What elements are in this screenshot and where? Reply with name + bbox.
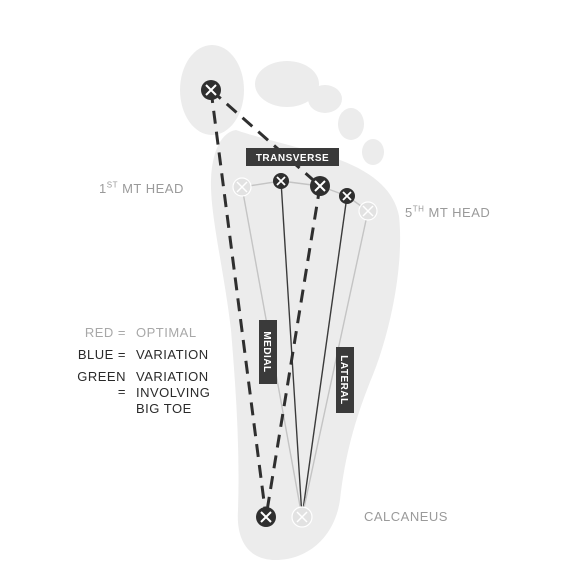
- solid-lines: [280, 180, 348, 518]
- legend-green-key: GREEN =: [77, 369, 126, 399]
- fifth-mt-head-number: 5: [405, 205, 413, 220]
- legend-green-value: VARIATION INVOLVING BIG TOE: [136, 369, 210, 417]
- lateral-optimal-line: [301, 210, 369, 518]
- legend-blue-line: VARIATION: [136, 347, 209, 362]
- first-mt-head-number: 1: [99, 181, 107, 196]
- fifth-mt-head-suffix: TH: [412, 204, 425, 214]
- lateral-tag-text: LATERAL: [338, 355, 349, 404]
- calcaneus-label: CALCANEUS: [364, 509, 448, 524]
- marker-4th-mt-head: [339, 188, 355, 204]
- marker-1st-mt-head: [232, 177, 252, 197]
- dashed-lines: [209, 88, 322, 518]
- marker-3rd-mt-head: [310, 176, 330, 196]
- legend-green-line-3: BIG TOE: [136, 401, 192, 416]
- marker-big-toe: [201, 80, 221, 100]
- third-toe-shape: [308, 85, 342, 113]
- legend-blue-key: BLUE =: [77, 347, 126, 362]
- foot-silhouette: [180, 45, 401, 560]
- lateral-tag-box: [336, 347, 354, 413]
- dashed-big-toe-to-mt: [210, 88, 321, 188]
- dashed-mt-to-heel: [264, 185, 322, 518]
- legend-red-key: RED =: [84, 325, 126, 340]
- transverse-tag-text: TRANSVERSE: [256, 153, 329, 164]
- first-mt-head-label: 1ST MT HEAD: [99, 181, 184, 196]
- medial-tag-text: MEDIAL: [261, 331, 272, 372]
- fifth-mt-head-text: MT HEAD: [424, 205, 491, 220]
- medial-tag: MEDIAL: [259, 320, 277, 384]
- line-calcaneus-to-4th-mt: [301, 195, 348, 518]
- legend-green-line-2: INVOLVING: [136, 385, 211, 400]
- transverse-tag-box: [246, 148, 339, 166]
- marker-heel-variation: [256, 507, 276, 527]
- dashed-big-toe-to-heel: [209, 89, 268, 518]
- lateral-tag: LATERAL: [336, 347, 354, 413]
- first-mt-head-suffix: ST: [106, 180, 118, 190]
- legend-red-value: OPTIMAL: [136, 325, 197, 341]
- marker-calcaneus: [291, 506, 313, 528]
- first-mt-head-text: MT HEAD: [117, 181, 184, 196]
- legend-red-line: OPTIMAL: [136, 325, 197, 340]
- fifth-mt-head-label: 5TH MT HEAD: [405, 205, 490, 220]
- medial-tag-box: [259, 320, 277, 384]
- second-toe-shape: [255, 61, 319, 107]
- marker-5th-mt-head: [358, 201, 378, 221]
- fourth-toe-shape: [338, 108, 364, 140]
- line-calcaneus-to-2nd-mt: [280, 180, 303, 518]
- legend-green-line-1: VARIATION: [136, 369, 209, 384]
- legend-blue-value: VARIATION: [136, 347, 209, 363]
- fifth-toe-shape: [362, 139, 384, 165]
- marker-2nd-mt-head: [273, 173, 289, 189]
